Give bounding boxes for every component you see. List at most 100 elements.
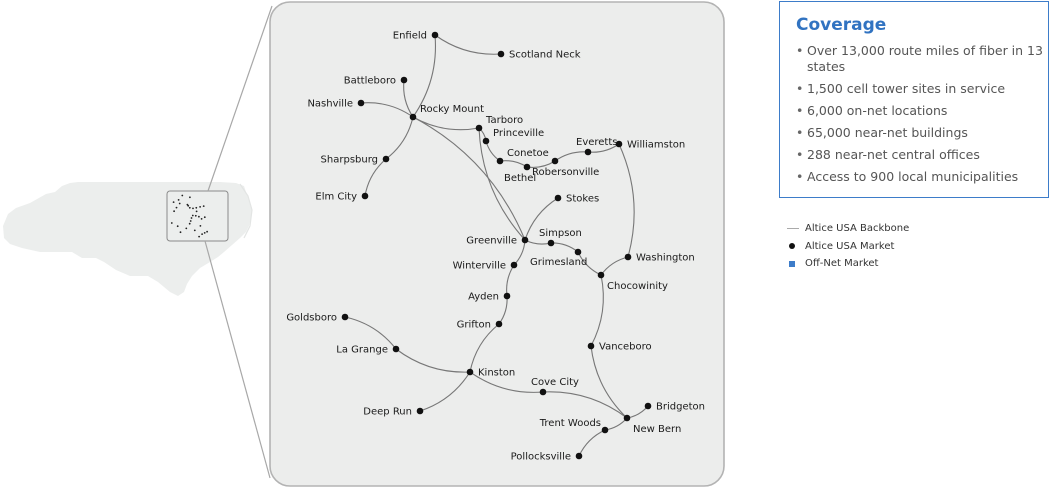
backbone-route-enfield-to-scotland-neck — [434, 34, 502, 55]
market-marker-pollocksville[interactable] — [575, 452, 583, 460]
backbone-route-goldsboro-to-la-grange — [344, 316, 397, 350]
city-label-enfield: Enfield — [393, 31, 427, 42]
market-marker-winterville[interactable] — [510, 261, 518, 269]
market-marker-elm-city[interactable] — [361, 192, 369, 200]
inset-market-dot-nashville — [172, 201, 175, 204]
legend-item-market: Altice USA Market — [787, 238, 909, 256]
inset-market-dot-elm-city — [173, 210, 176, 213]
coverage-title: Coverage — [796, 15, 887, 35]
market-marker-enfield[interactable] — [431, 31, 439, 39]
inset-market-dot-grifton — [188, 222, 191, 225]
market-marker-kinston[interactable] — [466, 368, 474, 376]
inset-market-dots — [170, 194, 209, 238]
market-marker-sharpsburg[interactable] — [382, 155, 390, 163]
inset-highlight-box — [166, 190, 229, 242]
backbone-route-grifton-to-kinston — [469, 323, 500, 373]
inset-market-dot-goldsboro — [170, 222, 173, 224]
backbone-route-greenville-to-stokes — [524, 197, 559, 241]
market-marker-battleboro[interactable] — [400, 76, 408, 84]
legend-label: Off-Net Market — [805, 258, 879, 270]
city-label-kinston: Kinston — [478, 368, 515, 379]
market-marker-greenville[interactable] — [521, 236, 529, 244]
coverage-item: Access to 900 local municipalities — [796, 169, 1052, 185]
market-marker-ayden[interactable] — [503, 292, 511, 300]
city-label-robersonville: Robersonville — [532, 167, 599, 178]
inset-market-dot-conetoe — [188, 206, 191, 209]
market-marker-robersonville[interactable] — [551, 157, 559, 165]
city-label-bethel: Bethel — [504, 173, 536, 184]
inset-market-dot-sharpsburg — [175, 206, 178, 209]
city-label-simpson: Simpson — [539, 228, 582, 239]
backbone-route-tarboro-to-greenville — [478, 127, 526, 241]
inset-market-dot-kinston — [185, 227, 188, 230]
legend-item-backbone: Altice USA Backbone — [787, 220, 909, 238]
city-label-washington: Washington — [636, 253, 695, 264]
inset-market-dot-robersonville — [195, 206, 198, 209]
market-marker-new-bern[interactable] — [623, 414, 631, 422]
market-marker-williamston[interactable] — [615, 140, 623, 148]
backbone-route-williamston-to-washington — [618, 143, 635, 258]
state-outline — [3, 182, 252, 296]
city-label-winterville: Winterville — [453, 261, 506, 272]
city-label-everetts: Everetts — [576, 137, 617, 148]
market-marker-stokes[interactable] — [554, 194, 562, 202]
inset-market-dot-washington — [203, 216, 206, 219]
detail-panel — [269, 1, 725, 487]
market-marker-simpson[interactable] — [547, 239, 555, 247]
inset-market-dot-cove-city — [193, 229, 196, 232]
backbone-route-kinston-to-cove-city — [469, 371, 544, 393]
backbone-route-rocky-mount-to-greenville — [412, 116, 526, 241]
inset-market-dot-everetts — [199, 206, 202, 208]
inset-market-dot-winterville — [190, 217, 193, 219]
market-marker-goldsboro[interactable] — [341, 313, 349, 321]
city-label-ayden: Ayden — [468, 292, 499, 303]
market-marker-tarboro[interactable] — [475, 124, 483, 132]
market-marker-everetts[interactable] — [584, 148, 592, 156]
city-label-sharpsburg: Sharpsburg — [321, 155, 378, 166]
market-marker-rocky-mount[interactable] — [409, 113, 417, 121]
inset-market-dot-deep-run — [179, 231, 182, 234]
market-marker-bridgeton[interactable] — [644, 402, 652, 410]
backbone-route-rocky-mount-to-sharpsburg — [385, 116, 414, 160]
market-marker-cove-city[interactable] — [539, 388, 547, 396]
city-label-conetoe: Conetoe — [507, 148, 549, 159]
city-label-elm-city: Elm City — [315, 192, 357, 203]
inset-market-dot-rocky-mount — [178, 202, 181, 205]
market-marker-nashville[interactable] — [357, 99, 365, 107]
city-label-vanceboro: Vanceboro — [599, 342, 652, 353]
inset-market-dot-stokes — [195, 210, 198, 213]
inset-market-dot-vanceboro — [199, 225, 202, 227]
market-marker-grifton[interactable] — [495, 320, 503, 328]
coverage-item: Over 13,000 route miles of fiber in 13 s… — [796, 43, 1052, 75]
market-marker-grimesland[interactable] — [574, 248, 582, 256]
market-marker-vanceboro[interactable] — [587, 342, 595, 350]
coverage-item: 1,500 cell tower sites in service — [796, 81, 1052, 97]
inset-market-dot-chocowinity — [200, 218, 203, 220]
market-markers — [341, 31, 652, 460]
offnet-square-icon — [787, 260, 805, 267]
market-marker-princeville[interactable] — [482, 137, 490, 145]
city-label-grifton: Grifton — [457, 320, 491, 331]
market-marker-conetoe[interactable] — [496, 157, 504, 165]
city-label-princeville: Princeville — [493, 128, 544, 139]
market-marker-washington[interactable] — [624, 253, 632, 261]
market-marker-la-grange[interactable] — [392, 345, 400, 353]
market-marker-deep-run[interactable] — [416, 407, 424, 415]
inset-market-dot-williamston — [202, 205, 205, 208]
market-dot-icon — [787, 243, 805, 250]
city-label-chocowinity: Chocowinity — [607, 281, 668, 292]
city-label-pollocksville: Pollocksville — [511, 452, 571, 463]
outer-banks — [239, 183, 253, 239]
market-marker-scotland-neck[interactable] — [497, 50, 505, 58]
city-label-tarboro: Tarboro — [485, 115, 523, 126]
market-marker-trent-woods[interactable] — [601, 426, 609, 434]
inset-market-dot-la-grange — [176, 225, 179, 228]
market-marker-bethel[interactable] — [523, 163, 531, 171]
coverage-panel: Coverage Over 13,000 route miles of fibe… — [779, 1, 1049, 198]
backbone-route-kinston-to-deep-run — [419, 371, 471, 412]
market-marker-chocowinity[interactable] — [597, 271, 605, 279]
coverage-item: 288 near-net central offices — [796, 147, 1052, 163]
inset-market-dot-ayden — [189, 220, 192, 222]
